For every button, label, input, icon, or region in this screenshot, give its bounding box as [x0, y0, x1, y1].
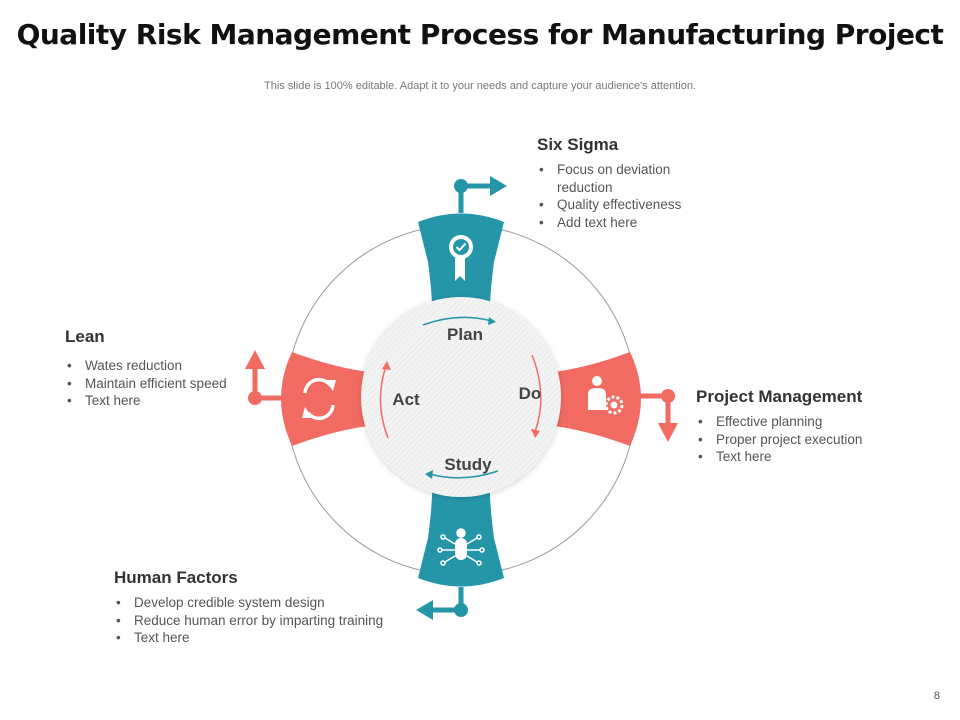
list-item: Effective planning — [696, 413, 926, 431]
study-label: Study — [444, 455, 492, 474]
lean-title: Lean — [65, 327, 105, 346]
page-subtitle: This slide is 100% editable. Adapt it to… — [264, 80, 696, 92]
lean-list: Wates reduction Maintain efficient speed… — [65, 357, 265, 410]
act-label: Act — [392, 390, 420, 409]
project-management-list: Effective planning Proper project execut… — [696, 413, 926, 466]
list-item: Quality effectiveness — [537, 196, 737, 214]
project-management-lobe — [554, 352, 678, 446]
list-item: Text here — [114, 629, 434, 647]
list-item: Proper project execution — [696, 431, 926, 449]
six-sigma-lobe — [418, 176, 507, 320]
lean-block: Lean Wates reduction Maintain efficient … — [65, 327, 265, 410]
study-arrow — [425, 470, 499, 479]
six-sigma-block: Six Sigma Focus on deviation reduction Q… — [537, 135, 737, 231]
human-factors-block: Human Factors Develop credible system de… — [114, 568, 434, 647]
plan-label: Plan — [447, 325, 483, 344]
human-factors-list: Develop credible system design Reduce hu… — [114, 594, 434, 647]
award-ribbon-icon — [449, 235, 473, 281]
list-item: Maintain efficient speed — [65, 375, 265, 393]
list-item: Add text here — [537, 214, 737, 232]
list-item: Reduce human error by imparting training — [114, 612, 434, 630]
project-management-block: Project Management Effective planning Pr… — [696, 387, 926, 466]
do-arrow — [531, 354, 542, 438]
list-item: Wates reduction — [65, 357, 265, 375]
six-sigma-title: Six Sigma — [537, 135, 619, 154]
list-item: Text here — [65, 392, 265, 410]
list-item: Focus on deviation reduction — [537, 161, 687, 196]
brain-circuit-icon — [437, 528, 485, 566]
refresh-cycle-icon — [302, 377, 336, 421]
human-factors-title: Human Factors — [114, 568, 238, 587]
center-disc — [361, 297, 561, 497]
page-number: 8 — [933, 690, 940, 702]
act-arrow — [379, 361, 391, 439]
do-label: Do — [519, 384, 542, 403]
person-gear-icon — [588, 376, 624, 415]
plan-arrow — [422, 316, 496, 326]
project-management-title: Project Management — [696, 387, 863, 406]
list-item: Develop credible system design — [114, 594, 434, 612]
list-item: Text here — [696, 448, 926, 466]
page-title: Quality Risk Management Process for Manu… — [16, 18, 944, 51]
six-sigma-list: Focus on deviation reduction Quality eff… — [537, 161, 737, 231]
